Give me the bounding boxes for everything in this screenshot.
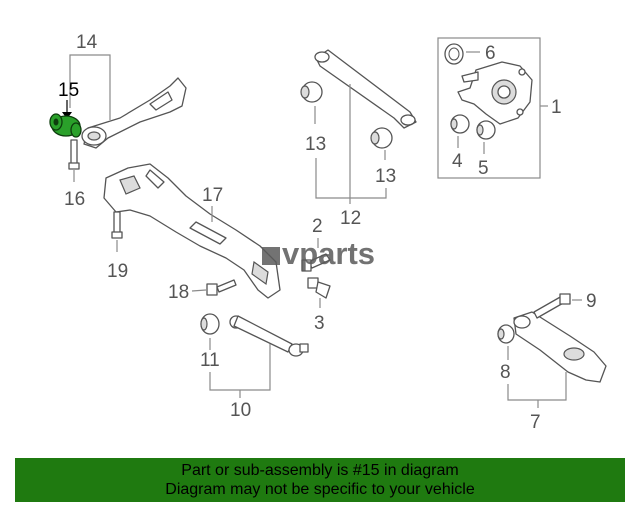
banner-line-2: Diagram may not be specific to your vehi…	[165, 481, 475, 498]
callout-10: 10	[230, 400, 251, 421]
leader-12	[315, 158, 387, 199]
bushing-13b	[370, 127, 393, 149]
info-banner: Part or sub-assembly is #15 in diagram D…	[15, 458, 625, 502]
callout-7: 7	[530, 412, 541, 433]
bolt-2	[301, 253, 331, 272]
trailing-arm-part	[81, 77, 187, 149]
lower-arm-7	[513, 311, 607, 383]
toe-link-10	[229, 315, 309, 357]
bushing-4	[450, 114, 470, 134]
bushing-11	[200, 313, 220, 335]
watermark-logo: vparts	[262, 236, 375, 271]
knuckle-part	[457, 61, 533, 125]
parts-diagram: 14 15 16 17 19 18 2	[49, 32, 607, 433]
bushing-5	[476, 120, 496, 140]
seal-6	[444, 43, 464, 65]
watermark-text: vparts	[282, 236, 375, 271]
callout-2: 2	[312, 216, 323, 237]
callout-14: 14	[76, 32, 98, 53]
callout-16: 16	[64, 189, 85, 210]
callout-9: 9	[586, 291, 597, 312]
group-box-1	[437, 37, 541, 179]
leader-14	[69, 54, 111, 120]
callout-8: 8	[500, 362, 511, 383]
bushing-8	[497, 324, 515, 344]
leader-18	[191, 289, 207, 292]
leader-7	[507, 372, 567, 401]
bolt-19	[111, 211, 123, 239]
lateral-link-12	[314, 49, 417, 129]
crossmember-17	[103, 163, 281, 299]
callout-5: 5	[478, 158, 489, 179]
highlighted-bushing-15	[49, 113, 82, 138]
callout-15: 15	[58, 80, 79, 101]
callout-13b: 13	[375, 166, 396, 187]
bolt-3	[307, 277, 331, 299]
callout-18: 18	[168, 282, 189, 303]
callout-12: 12	[340, 208, 361, 229]
banner-line-1: Part or sub-assembly is #15 in diagram	[181, 462, 459, 479]
callout-6: 6	[485, 43, 496, 64]
callout-11: 11	[200, 350, 220, 371]
bolt-9	[533, 293, 571, 319]
bolt-16	[68, 139, 80, 170]
callout-17: 17	[202, 185, 223, 206]
callout-1: 1	[551, 97, 562, 118]
callout-13a: 13	[305, 134, 326, 155]
bushing-13a	[300, 81, 323, 103]
bolt-18	[206, 279, 237, 296]
callout-3: 3	[314, 313, 325, 334]
callout-19: 19	[107, 261, 128, 282]
callout-4: 4	[452, 151, 463, 172]
